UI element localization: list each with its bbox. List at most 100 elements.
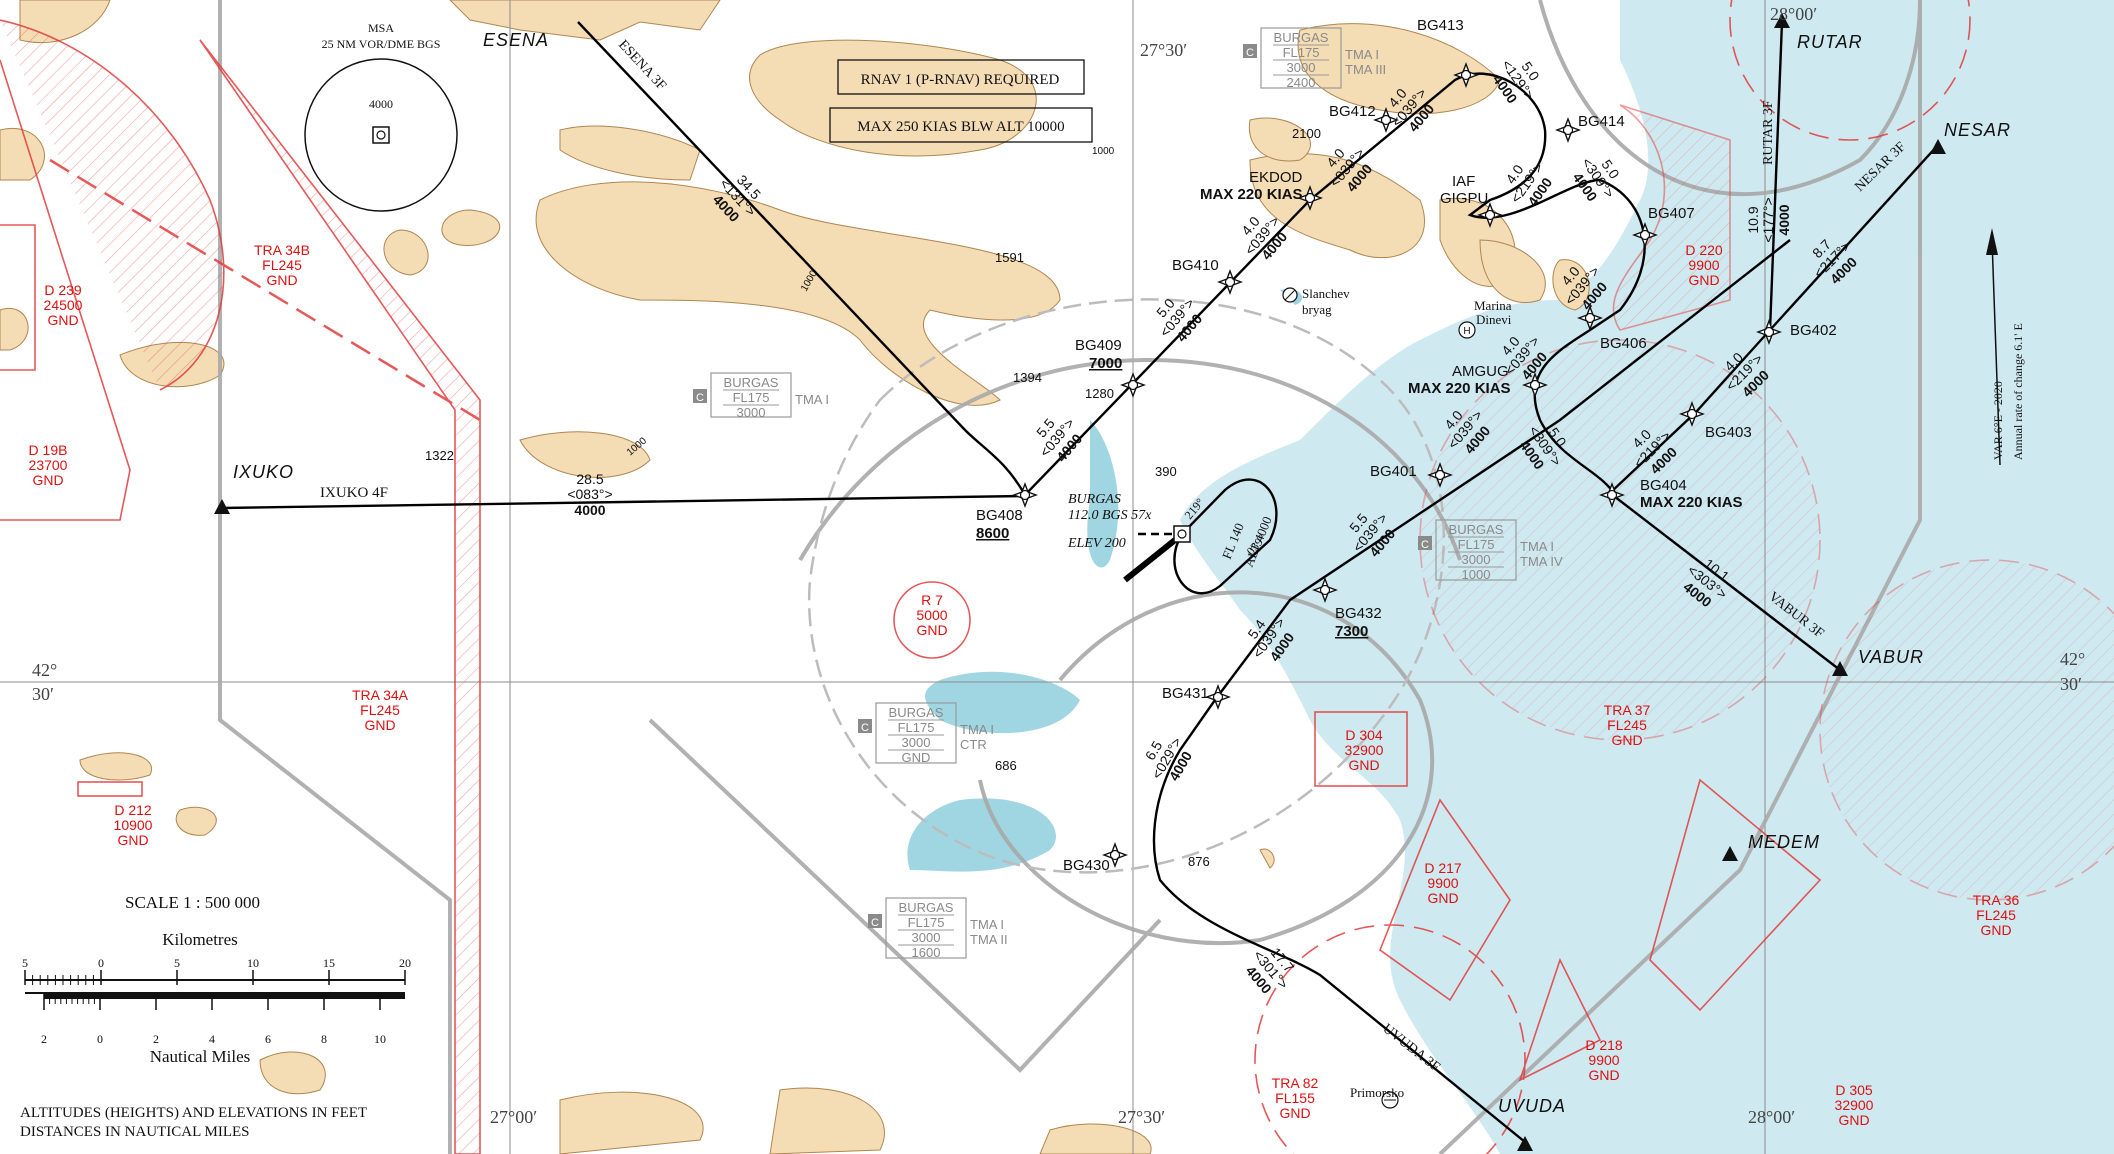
vor-dme-icon <box>1173 525 1191 543</box>
wpt-bg407: BG407 <box>1648 205 1695 222</box>
fix-rutar[interactable]: RUTAR <box>1797 32 1863 52</box>
red-zone-line: TRA 37 <box>1604 702 1651 718</box>
red-zone-line: 32900 <box>1345 742 1384 758</box>
lon-bottom-2: 27°30′ <box>1118 1107 1165 1127</box>
tma-line: 3000 <box>912 930 941 945</box>
fix-medem[interactable]: MEDEM <box>1748 832 1820 852</box>
tma-line: BURGAS <box>1274 30 1329 45</box>
fix-ixuko[interactable]: IXUKO <box>233 462 294 482</box>
bg408-to-bg414-route <box>1024 72 1646 496</box>
lon-top-1: 27°30′ <box>1140 40 1187 60</box>
elev-1322: 1322 <box>425 448 454 463</box>
downwind-southwest-route <box>1152 239 1791 1143</box>
wpt-bg401: BG401 <box>1370 463 1417 480</box>
svg-text:H: H <box>1463 326 1470 337</box>
km-tick-label: 20 <box>399 956 411 970</box>
red-zone-line: D 305 <box>1835 1082 1873 1098</box>
tma-line: FL175 <box>908 915 945 930</box>
leg-distance: 28.5 <box>576 471 603 487</box>
wpt-gigpu: GIGPU <box>1440 190 1488 207</box>
fix-nesar[interactable]: NESAR <box>1944 120 2011 140</box>
contour-1000-a: 1000 <box>1092 146 1115 157</box>
tma-sub1: TMA I <box>795 392 829 407</box>
wpt-bg409: BG409 <box>1075 337 1122 354</box>
tma-line: 3000 <box>1462 552 1491 567</box>
red-zone-line: FL245 <box>1607 717 1647 733</box>
fix-uvuda[interactable]: UVUDA <box>1498 1096 1566 1116</box>
elev-1280: 1280 <box>1085 386 1114 401</box>
leg-course: <177°> <box>1760 197 1776 242</box>
msa-title: MSA <box>368 21 394 35</box>
lat-label-right: 42° <box>2060 649 2085 669</box>
wpt-bg432: BG432 <box>1335 605 1382 622</box>
nm-tick-label: 2 <box>153 1032 159 1046</box>
red-zone-line: 24500 <box>44 297 83 313</box>
tma-line: 3000 <box>737 405 766 420</box>
msa-circle <box>304 58 458 212</box>
nm-tick-label: 10 <box>374 1032 386 1046</box>
red-zone-line: GND <box>1688 272 1719 288</box>
tma-sub2: TMA II <box>970 932 1008 947</box>
red-zone-line: TRA 82 <box>1272 1075 1319 1091</box>
tma-line: 1000 <box>1462 567 1491 582</box>
leg-altitude: 4000 <box>574 502 605 518</box>
elev-1591: 1591 <box>995 250 1024 265</box>
fix-esena[interactable]: ESENA <box>483 30 549 50</box>
lon-bottom-1: 27°00′ <box>490 1107 537 1127</box>
scale-title: SCALE 1 : 500 000 <box>125 893 260 912</box>
tma-class: C <box>861 722 869 734</box>
red-zone-line: GND <box>1838 1112 1869 1128</box>
wpt-bg413: BG413 <box>1417 17 1464 34</box>
arrival-routes <box>221 21 1939 1143</box>
lat-min-left: 30′ <box>32 684 54 704</box>
units-note-2: DISTANCES IN NAUTICAL MILES <box>20 1124 249 1140</box>
red-zone-line: 32900 <box>1835 1097 1874 1113</box>
text-layer: RNAV 1 (P-RNAV) REQUIRED MAX 250 KIAS BL… <box>20 4 2085 1140</box>
km-tick-label: 0 <box>98 956 104 970</box>
leg-label-14: 5.4<039°>4000 <box>1244 615 1297 665</box>
red-zone-line: 5000 <box>916 607 947 623</box>
red-zone-line: 23700 <box>29 457 68 473</box>
place-bryag: bryag <box>1302 302 1332 317</box>
elev-1394: 1394 <box>1013 370 1042 385</box>
wpt-bg430: BG430 <box>1063 857 1110 874</box>
esena-3f-route <box>577 21 1027 496</box>
red-zone-line: GND <box>266 272 297 288</box>
leg-distance: 10.9 <box>1745 206 1761 233</box>
leg-label-2: 5.5<039°>4000 <box>1033 415 1085 465</box>
vor-elevation: ELEV 200 <box>1067 536 1126 551</box>
tma-class: C <box>1421 539 1429 551</box>
fix-vabur[interactable]: VABUR <box>1858 647 1924 667</box>
wpt-iaf: IAF <box>1452 173 1475 190</box>
red-zone-line: FL155 <box>1275 1090 1315 1106</box>
wpt-bg412: BG412 <box>1329 103 1376 120</box>
lon-bottom-3: 28°00′ <box>1748 1107 1795 1127</box>
red-zone-line: 10900 <box>114 817 153 833</box>
tma-class: C <box>871 917 879 929</box>
red-zone-line: D 217 <box>1424 860 1462 876</box>
arrival-rutar-3f: RUTAR 3F <box>1761 100 1776 165</box>
elev-390: 390 <box>1155 464 1177 479</box>
red-zone-line: GND <box>47 312 78 328</box>
nm-tick-label: 6 <box>265 1032 271 1046</box>
red-zone-line: TRA 34B <box>254 242 310 258</box>
km-label: Kilometres <box>162 930 238 949</box>
primorsko-icon <box>1381 1091 1399 1109</box>
elev-876: 876 <box>1188 854 1210 869</box>
magnetic-variation-arrow-icon <box>1986 228 2001 466</box>
lat-min-right: 30′ <box>2060 674 2082 694</box>
red-zone-line: FL245 <box>1976 907 2016 923</box>
